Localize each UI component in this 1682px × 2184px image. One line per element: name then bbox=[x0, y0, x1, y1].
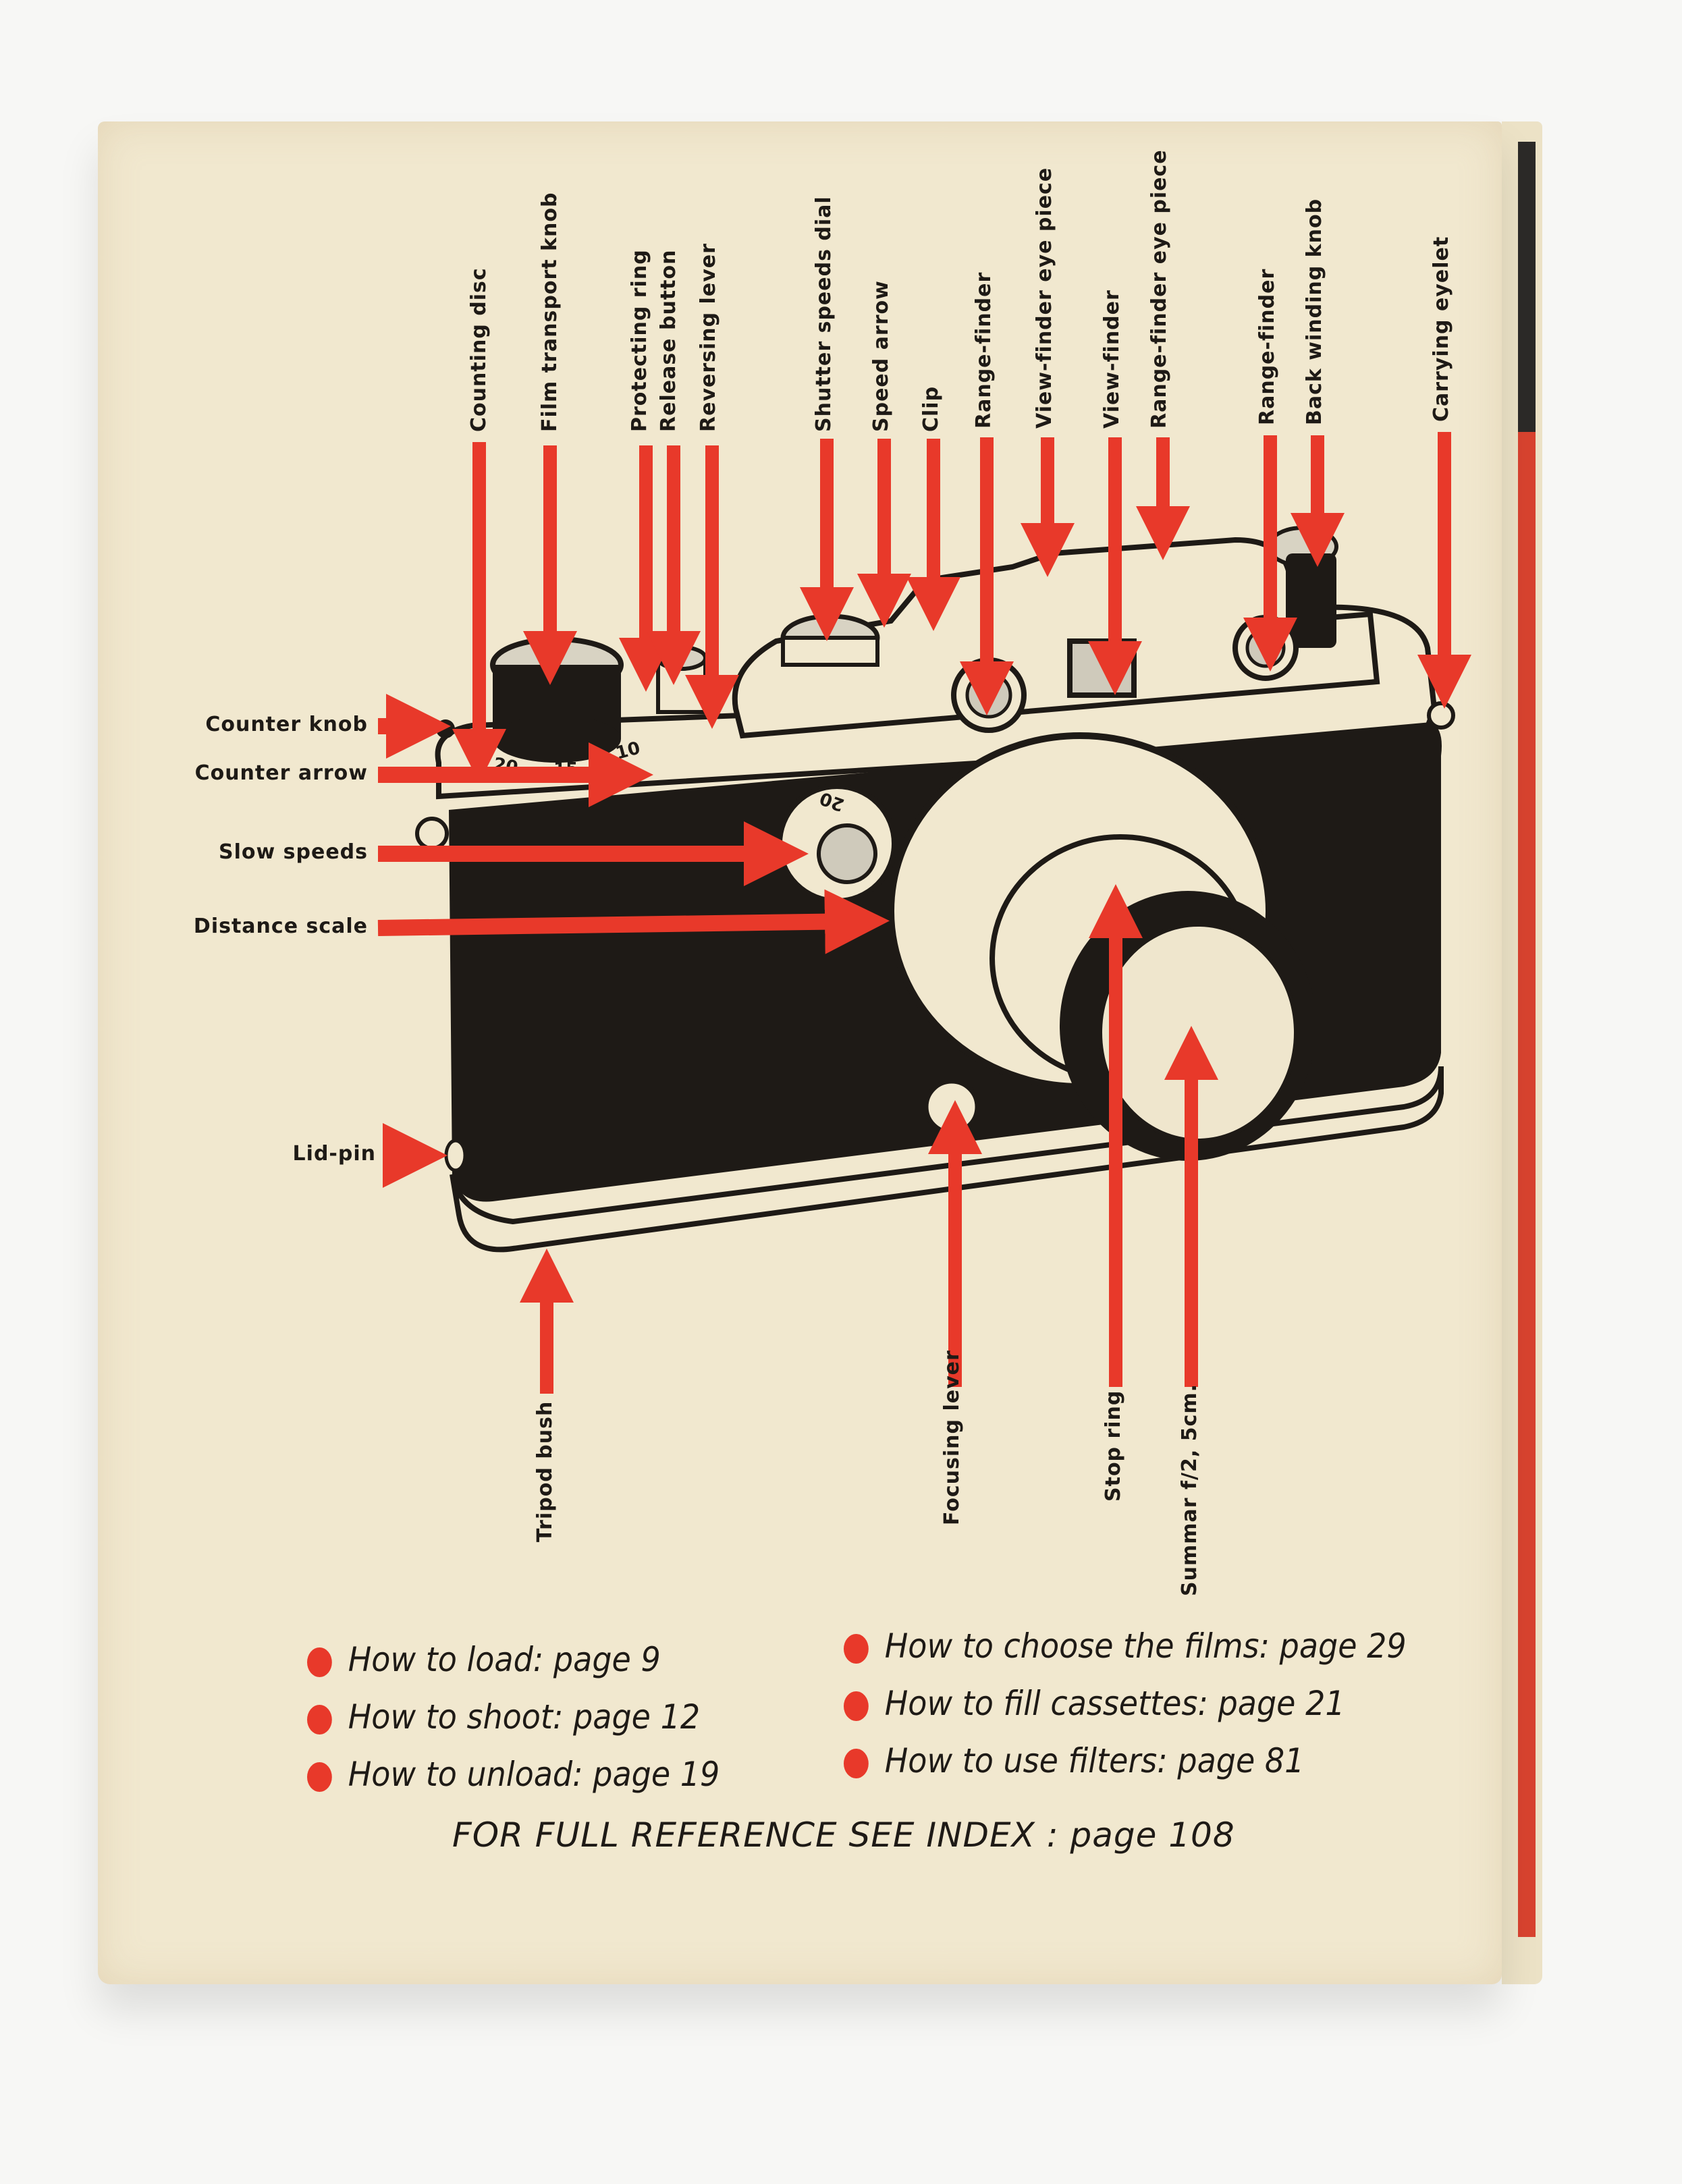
top-arrows bbox=[452, 432, 1471, 783]
label-film-transport-knob: Film transport knob bbox=[538, 192, 562, 432]
label-range-finder-2: Range-finder bbox=[1255, 268, 1279, 425]
label-counting-disc: Counting disc bbox=[467, 267, 491, 432]
label-back-winding-knob: Back winding knob bbox=[1303, 198, 1326, 425]
ref-text: How to choose the films: page 29 bbox=[884, 1627, 1407, 1666]
spine-black-band bbox=[1518, 142, 1536, 432]
ref-how-to-shoot: How to shoot: page 12 bbox=[307, 1697, 700, 1737]
label-clip: Clip bbox=[919, 385, 943, 432]
label-distance-scale: Distance scale bbox=[193, 914, 368, 938]
ref-text: How to shoot: page 12 bbox=[348, 1697, 701, 1737]
ref-text: How to use filters: page 81 bbox=[884, 1741, 1305, 1780]
label-reversing-lever: Reversing lever bbox=[697, 243, 720, 432]
label-counter-arrow: Counter arrow bbox=[194, 761, 368, 785]
bottom-arrows bbox=[520, 884, 1218, 1394]
label-view-finder: View-finder bbox=[1100, 290, 1124, 429]
camera-body bbox=[415, 526, 1455, 1253]
ref-how-to-load: How to load: page 9 bbox=[307, 1640, 661, 1679]
label-range-finder-eye-piece: Range-finder eye piece bbox=[1147, 149, 1171, 429]
label-release-button: Release button bbox=[657, 249, 680, 432]
ref-how-to-use-filters: How to use filters: page 81 bbox=[844, 1741, 1304, 1780]
left-arrows bbox=[377, 694, 890, 1188]
label-protecting-ring: Protecting ring bbox=[628, 249, 651, 432]
label-summar-lens: Summar f/2, 5cm. bbox=[1178, 1383, 1201, 1596]
bullet-icon bbox=[307, 1647, 332, 1677]
ref-how-to-choose-films: How to choose the films: page 29 bbox=[844, 1627, 1407, 1666]
label-view-finder-eye-piece: View-finder eye piece bbox=[1033, 167, 1056, 429]
label-counter-knob: Counter knob bbox=[205, 713, 368, 736]
ref-text: How to fill cassettes: page 21 bbox=[884, 1684, 1345, 1723]
ref-how-to-fill-cassettes: How to fill cassettes: page 21 bbox=[844, 1684, 1345, 1723]
label-stop-ring: Stop ring bbox=[1102, 1390, 1125, 1502]
ref-text: How to unload: page 19 bbox=[348, 1755, 720, 1794]
bullet-icon bbox=[307, 1762, 332, 1792]
label-slow-speeds: Slow speeds bbox=[218, 840, 368, 864]
label-lid-pin: Lid-pin bbox=[292, 1142, 376, 1166]
spine-red-band bbox=[1518, 432, 1536, 1937]
label-shutter-speeds-dial: Shutter speeds dial bbox=[812, 196, 836, 432]
label-carrying-eyelet: Carrying eyelet bbox=[1430, 236, 1453, 422]
ref-how-to-unload: How to unload: page 19 bbox=[307, 1755, 720, 1794]
index-reference: FOR FULL REFERENCE SEE INDEX : page 108 bbox=[452, 1816, 1235, 1855]
ref-text: How to load: page 9 bbox=[348, 1640, 661, 1679]
arrow-distance-scale bbox=[377, 889, 890, 954]
bullet-icon bbox=[844, 1633, 869, 1664]
label-range-finder-1: Range-finder bbox=[972, 271, 996, 429]
bullet-icon bbox=[844, 1748, 869, 1778]
label-focusing-lever: Focusing lever bbox=[940, 1350, 964, 1525]
bullet-icon bbox=[844, 1691, 869, 1721]
label-speed-arrow: Speed arrow bbox=[869, 280, 893, 432]
label-tripod-bush: Tripod bush bbox=[533, 1400, 557, 1542]
bullet-icon bbox=[307, 1704, 332, 1735]
